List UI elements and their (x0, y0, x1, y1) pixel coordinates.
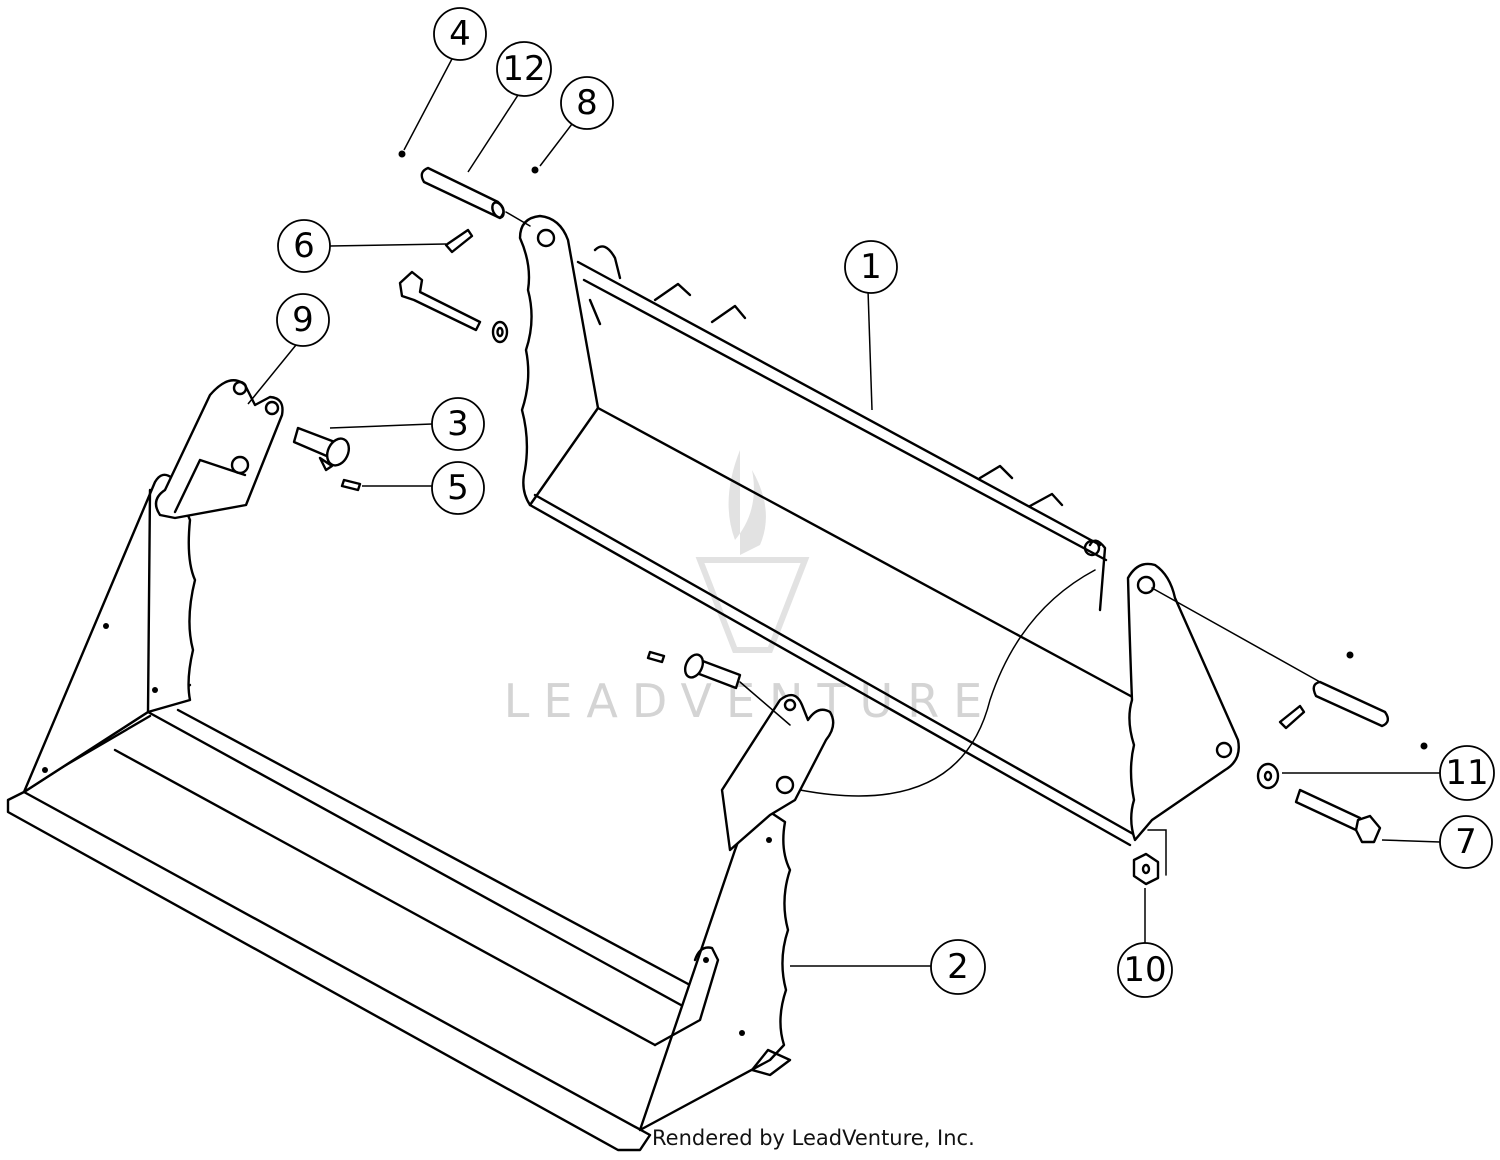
watermark-logo-icon (728, 450, 766, 555)
center-pin-set (646, 650, 791, 726)
svg-text:6: 6 (293, 226, 315, 266)
callout-7: 7 (1439, 815, 1493, 869)
front-bucket-left-mount (154, 379, 284, 520)
front-bucket-part-2 (6, 379, 835, 1152)
callout-6: 6 (277, 219, 331, 273)
svg-text:4: 4 (449, 14, 471, 54)
callout-3: 3 (431, 397, 485, 451)
svg-text:5: 5 (447, 468, 469, 508)
svg-text:3: 3 (447, 404, 469, 444)
bolt-7 (1294, 788, 1382, 844)
front-bucket-left-side-plate (22, 473, 197, 794)
svg-text:8: 8 (576, 83, 598, 123)
callout-11: 11 (1439, 745, 1495, 801)
washer-11 (1256, 762, 1280, 790)
callout-2: 2 (930, 939, 986, 995)
nut-10 (1132, 852, 1160, 886)
bolt-6 (444, 228, 474, 254)
front-bucket-right-mount (720, 693, 835, 852)
svg-text:9: 9 (292, 300, 314, 340)
callout-1: 1 (844, 240, 898, 294)
rear-bucket-right-side-plate (1126, 562, 1240, 842)
svg-text:11: 11 (1445, 753, 1488, 793)
footer-credit: Rendered by LeadVenture, Inc. (652, 1126, 975, 1150)
svg-text:12: 12 (502, 49, 545, 89)
svg-text:1: 1 (860, 247, 882, 287)
rear-left-bolt (398, 270, 509, 344)
rear-bucket-part-1 (518, 214, 1240, 847)
leader-lines (247, 56, 1441, 967)
callout-5: 5 (431, 461, 485, 515)
rear-bucket-top-rail (576, 260, 1102, 547)
right-pin-set (1278, 651, 1428, 750)
hardware (292, 150, 1428, 886)
pin-3 (292, 426, 351, 472)
watermark: LEADVENTURE (504, 450, 997, 728)
callout-9: 9 (276, 293, 330, 347)
bolt-5 (340, 478, 362, 492)
svg-text:10: 10 (1123, 950, 1166, 990)
watermark-logo-mark-icon (695, 557, 810, 653)
watermark-text: LEADVENTURE (504, 674, 997, 728)
pin-12 (420, 166, 505, 220)
rear-bucket-floor-edge (528, 503, 1132, 847)
svg-text:2: 2 (947, 947, 969, 987)
front-bucket-cutting-edge (6, 790, 652, 1152)
callout-10: 10 (1117, 942, 1173, 998)
callout-4: 4 (433, 7, 487, 61)
callout-8: 8 (560, 76, 614, 130)
svg-text:7: 7 (1455, 822, 1477, 862)
callout-12: 12 (496, 41, 552, 97)
rear-bucket-left-side-plate (518, 214, 600, 507)
